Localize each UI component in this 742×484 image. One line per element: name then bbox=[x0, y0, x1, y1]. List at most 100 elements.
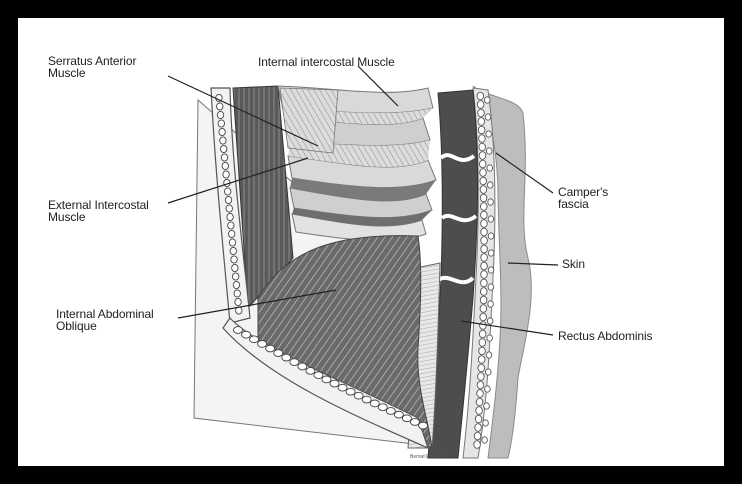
fat-globule bbox=[322, 376, 331, 383]
fat-globule bbox=[370, 400, 379, 407]
fat-globule bbox=[480, 177, 487, 185]
fat-globule bbox=[481, 211, 488, 219]
fat-globule bbox=[219, 128, 225, 135]
fat-globule bbox=[474, 441, 481, 449]
label-rectus-abdominis: Rectus Abdominis bbox=[558, 330, 652, 342]
fat-globule bbox=[480, 169, 487, 177]
fat-globule bbox=[488, 267, 494, 273]
fat-globule bbox=[231, 256, 237, 263]
label-internal-abdominal-oblique: Internal Abdominal Oblique bbox=[56, 308, 154, 332]
fat-globule bbox=[228, 230, 234, 237]
label-external-intercostal: External Intercostal Muscle bbox=[48, 199, 149, 223]
fat-globule bbox=[475, 415, 482, 423]
fat-globule bbox=[227, 213, 233, 220]
fat-globule bbox=[232, 264, 238, 271]
fat-globule bbox=[485, 97, 491, 103]
artist-credit: Bernat Romero bbox=[410, 454, 444, 460]
fat-globule bbox=[225, 196, 231, 203]
fat-globule bbox=[228, 222, 234, 229]
fat-globule bbox=[223, 171, 229, 178]
fat-globule bbox=[487, 318, 493, 324]
serratus-anterior-shape bbox=[280, 88, 338, 153]
fat-globule bbox=[479, 152, 486, 160]
fat-globule bbox=[480, 313, 487, 321]
fat-globule bbox=[486, 148, 492, 154]
label-campers-fascia: Camper's fascia bbox=[558, 186, 608, 210]
fat-globule bbox=[410, 419, 419, 426]
fat-globule bbox=[480, 296, 487, 304]
fat-globule bbox=[226, 205, 232, 212]
fat-globule bbox=[480, 186, 487, 194]
label-internal-intercostal: Internal intercostal Muscle bbox=[258, 56, 395, 68]
fat-globule bbox=[479, 143, 486, 151]
fat-globule bbox=[217, 103, 223, 110]
fat-globule bbox=[354, 392, 363, 399]
fat-globule bbox=[242, 331, 251, 338]
fat-globule bbox=[477, 92, 484, 100]
fat-globule bbox=[480, 322, 487, 330]
fat-globule bbox=[220, 137, 226, 144]
fat-globule bbox=[218, 120, 224, 127]
fat-globule bbox=[234, 290, 240, 297]
fat-globule bbox=[478, 356, 485, 364]
fat-globule bbox=[274, 350, 283, 357]
fat-globule bbox=[330, 380, 339, 387]
fat-globule bbox=[486, 131, 492, 137]
fat-globule bbox=[488, 216, 494, 222]
fat-globule bbox=[480, 194, 487, 202]
label-serratus-anterior: Serratus Anterior Muscle bbox=[48, 55, 136, 79]
fat-globule bbox=[488, 284, 494, 290]
fat-globule bbox=[482, 437, 488, 443]
fat-globule bbox=[477, 381, 484, 389]
fat-globule bbox=[234, 327, 243, 334]
fat-globule bbox=[479, 339, 486, 347]
fat-globule bbox=[394, 411, 403, 418]
fat-globule bbox=[221, 154, 227, 161]
fat-globule bbox=[487, 182, 493, 188]
fat-globule bbox=[478, 364, 485, 372]
fat-globule bbox=[419, 422, 428, 429]
fat-globule bbox=[479, 160, 486, 168]
fat-globule bbox=[362, 396, 371, 403]
fat-globule bbox=[485, 386, 491, 392]
fat-globule bbox=[222, 162, 228, 169]
fat-globule bbox=[478, 373, 485, 381]
fat-globule bbox=[481, 245, 488, 253]
fat-globule bbox=[378, 404, 387, 411]
fat-globule bbox=[487, 165, 493, 171]
fat-globule bbox=[290, 359, 299, 366]
fat-globule bbox=[298, 363, 307, 370]
fat-globule bbox=[476, 398, 483, 406]
fat-globule bbox=[474, 432, 481, 440]
fat-globule bbox=[478, 118, 485, 126]
fat-globule bbox=[478, 126, 485, 134]
fat-globule bbox=[266, 345, 275, 352]
figure-panel: Serratus Anterior Muscle Internal interc… bbox=[18, 18, 724, 466]
fat-globule bbox=[475, 424, 482, 432]
fat-globule bbox=[477, 101, 484, 109]
fat-globule bbox=[314, 372, 323, 379]
fat-globule bbox=[386, 408, 395, 415]
fat-globule bbox=[484, 403, 490, 409]
fat-globule bbox=[485, 369, 491, 375]
fat-globule bbox=[481, 237, 488, 245]
fat-globule bbox=[488, 301, 494, 307]
fat-globule bbox=[235, 298, 241, 305]
fat-globule bbox=[338, 384, 347, 391]
abdominal-wall-diagram bbox=[18, 18, 724, 466]
fat-globule bbox=[476, 407, 483, 415]
fat-globule bbox=[488, 199, 494, 205]
fat-globule bbox=[233, 281, 239, 288]
fat-globule bbox=[481, 228, 488, 236]
fat-globule bbox=[486, 352, 492, 358]
fat-globule bbox=[479, 330, 486, 338]
fat-globule bbox=[481, 254, 488, 262]
fat-globule bbox=[483, 420, 489, 426]
fat-globule bbox=[481, 279, 488, 287]
figure-frame: Serratus Anterior Muscle Internal interc… bbox=[6, 6, 736, 478]
label-skin: Skin bbox=[562, 258, 585, 270]
fat-globule bbox=[402, 415, 411, 422]
fat-globule bbox=[480, 305, 487, 313]
fat-globule bbox=[477, 390, 484, 398]
fat-globule bbox=[479, 135, 486, 143]
